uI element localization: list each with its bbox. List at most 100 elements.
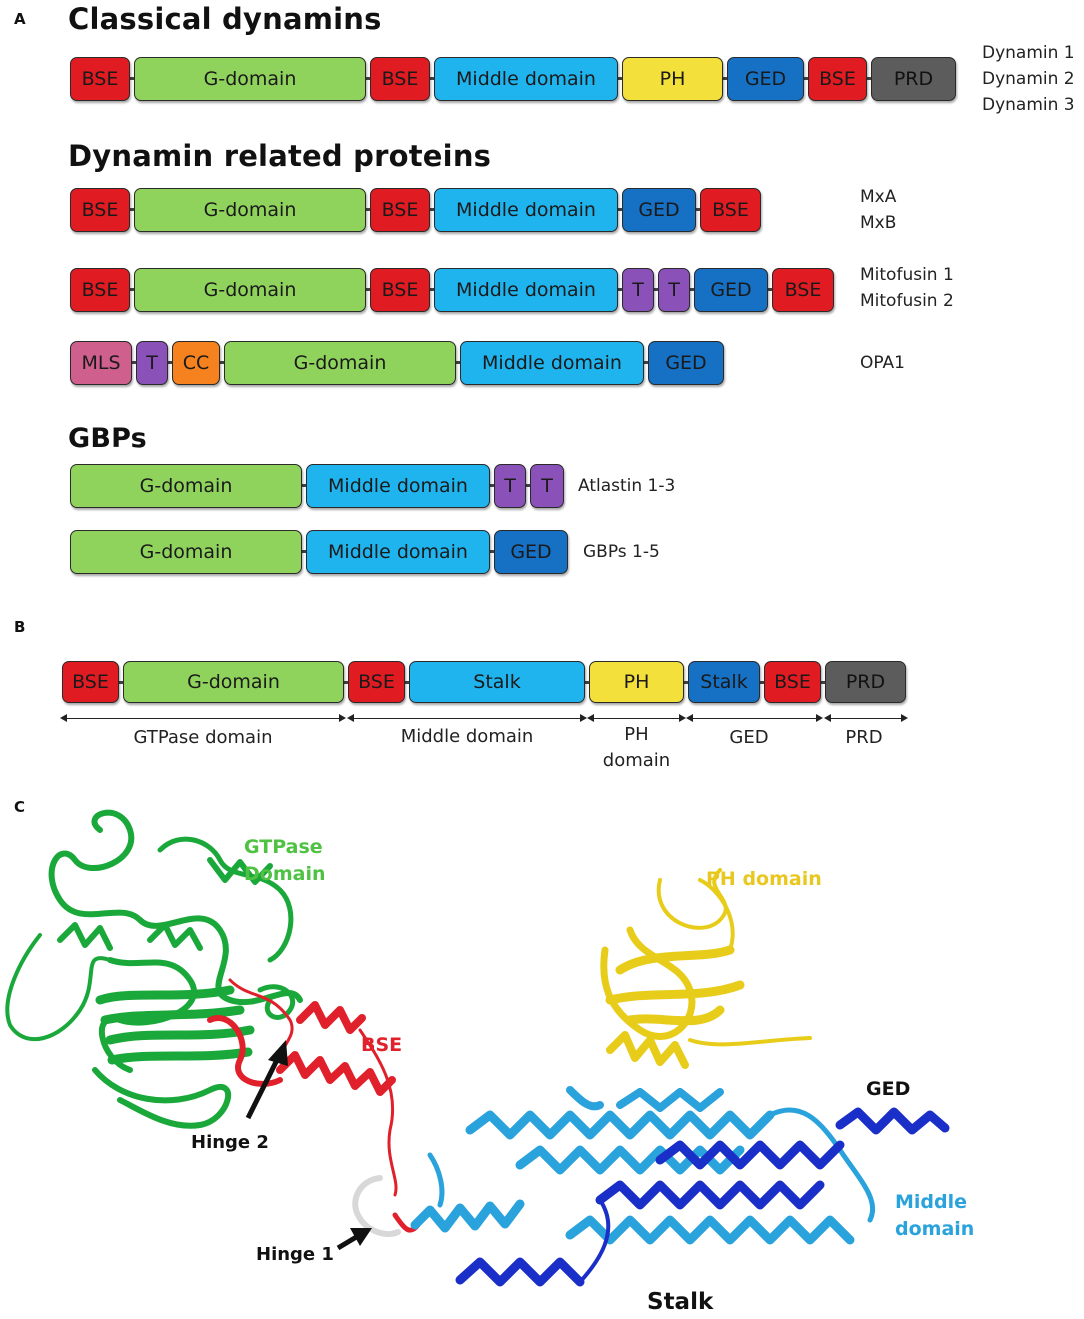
protein-label-atlastin: Atlastin 1-3 [578, 476, 676, 496]
domain-bse: BSE [764, 661, 821, 703]
domain-middle: Middle domain [434, 268, 618, 312]
domain-bar-mx: BSE G-domain BSE Middle domain GED BSE [70, 188, 762, 232]
domain-t: T [494, 464, 526, 508]
ged-ribbon [455, 1107, 950, 1287]
domain-t: T [530, 464, 564, 508]
domain-middle: Middle domain [434, 57, 618, 101]
panel-label-a: A [14, 10, 26, 28]
domain-middle: Middle domain [306, 464, 490, 508]
domain-bse: BSE [62, 661, 119, 703]
region-arrow-ph [587, 714, 686, 722]
domain-mls: MLS [70, 341, 132, 385]
protein-label: MxB [860, 213, 897, 233]
domain-bse: BSE [70, 57, 130, 101]
protein-label-gbp: GBPs 1-5 [583, 542, 660, 562]
domain-g: G-domain [224, 341, 456, 385]
panel-label-c: C [14, 798, 26, 816]
label-middle-line2: domain [895, 1218, 974, 1240]
label-middle-line1: Middle [895, 1191, 967, 1213]
domain-g: G-domain [70, 530, 302, 574]
hinge1-arrow [336, 1228, 372, 1251]
label-ph-domain: PH domain [706, 868, 822, 890]
domain-bse: BSE [370, 188, 430, 232]
domain-middle: Middle domain [434, 188, 618, 232]
domain-bar-gbp: G-domain Middle domain GED [70, 530, 568, 574]
middle-domain-ribbon [410, 1086, 876, 1245]
domain-bar-mitofusin: BSE G-domain BSE Middle domain T T GED B… [70, 268, 834, 312]
domain-bar-classical-dynamin: BSE G-domain BSE Middle domain PH GED BS… [70, 57, 956, 101]
region-label-ged: GED [729, 727, 769, 748]
domain-ged: GED [494, 530, 568, 574]
domain-ph: PH [589, 661, 684, 703]
ph-domain-ribbon [600, 868, 812, 1069]
domain-g: G-domain [134, 57, 366, 101]
label-bse: BSE [361, 1034, 402, 1056]
domain-bse: BSE [700, 188, 761, 232]
label-stalk: Stalk [647, 1289, 714, 1315]
region-label-ph: PH domain [589, 722, 684, 774]
heading-dynamin-related-proteins: Dynamin related proteins [68, 139, 492, 173]
heading-gbps: GBPs [68, 423, 147, 454]
domain-middle: Middle domain [306, 530, 490, 574]
panel-label-b: B [14, 618, 26, 636]
heading-classical-dynamins: Classical dynamins [68, 2, 382, 36]
label-hinge1: Hinge 1 [256, 1244, 334, 1265]
region-label-middle: Middle domain [400, 726, 534, 747]
gtpase-domain-ribbon [5, 809, 303, 1129]
domain-g: G-domain [123, 661, 344, 703]
label-gtpase-line1: GTPase [244, 836, 323, 858]
domain-ged: GED [622, 188, 696, 232]
domain-t: T [622, 268, 654, 312]
protein-labels-mitofusin: Mitofusin 1 Mitofusin 2 [860, 262, 954, 314]
region-label-gtpase: GTPase domain [133, 727, 273, 748]
protein-label: Dynamin 2 [982, 69, 1075, 89]
region-arrow-ged [686, 714, 823, 722]
label-hinge2: Hinge 2 [191, 1132, 269, 1153]
region-arrow-prd [824, 714, 908, 722]
domain-stalk: Stalk [409, 661, 585, 703]
domain-bse: BSE [70, 188, 130, 232]
protein-label: Mitofusin 2 [860, 291, 954, 311]
domain-g: G-domain [134, 188, 366, 232]
domain-bar-dynamin-detailed: BSE G-domain BSE Stalk PH Stalk BSE PRD [62, 661, 906, 703]
domain-bse: BSE [808, 57, 867, 101]
domain-bse: BSE [370, 268, 430, 312]
region-label-ph-line1: PH [624, 724, 649, 745]
domain-t: T [658, 268, 690, 312]
domain-prd: PRD [825, 661, 906, 703]
protein-labels-dynamins: Dynamin 1 Dynamin 2 Dynamin 3 [982, 40, 1075, 118]
domain-bar-opa1: MLS T CC G-domain Middle domain GED [70, 341, 724, 385]
domain-ged: GED [694, 268, 768, 312]
protein-structure-illustration: GTPase Domain PH domain BSE GED Middle d… [5, 809, 974, 1315]
domain-g: G-domain [70, 464, 302, 508]
label-ged: GED [866, 1078, 910, 1100]
domain-ged: GED [727, 57, 804, 101]
region-arrow-middle [347, 714, 587, 722]
region-label-ph-line2: domain [602, 750, 671, 771]
protein-label-opa1: OPA1 [860, 353, 905, 373]
domain-t: T [136, 341, 168, 385]
domain-bse: BSE [370, 57, 430, 101]
domain-middle: Middle domain [460, 341, 644, 385]
domain-g: G-domain [134, 268, 366, 312]
region-label-prd: PRD [845, 727, 883, 748]
domain-stalk-ged: Stalk [688, 661, 760, 703]
domain-ged: GED [648, 341, 724, 385]
hinge2-arrow [245, 1040, 288, 1120]
protein-labels-mx: MxA MxB [860, 184, 896, 236]
domain-cc: CC [172, 341, 220, 385]
hinge1-ribbon [352, 1175, 401, 1237]
protein-label: Dynamin 3 [982, 95, 1075, 115]
label-gtpase-line2: Domain [244, 863, 325, 885]
domain-bse: BSE [70, 268, 130, 312]
domain-prd: PRD [871, 57, 956, 101]
domain-ph: PH [622, 57, 723, 101]
domain-bse: BSE [772, 268, 834, 312]
domain-bse: BSE [348, 661, 405, 703]
region-arrow-gtpase [60, 714, 346, 722]
protein-label: MxA [860, 187, 897, 207]
domain-bar-atlastin: G-domain Middle domain T T [70, 464, 564, 508]
protein-label: Dynamin 1 [982, 43, 1075, 63]
bse-ribbon [207, 978, 421, 1233]
protein-label: Mitofusin 1 [860, 265, 954, 285]
